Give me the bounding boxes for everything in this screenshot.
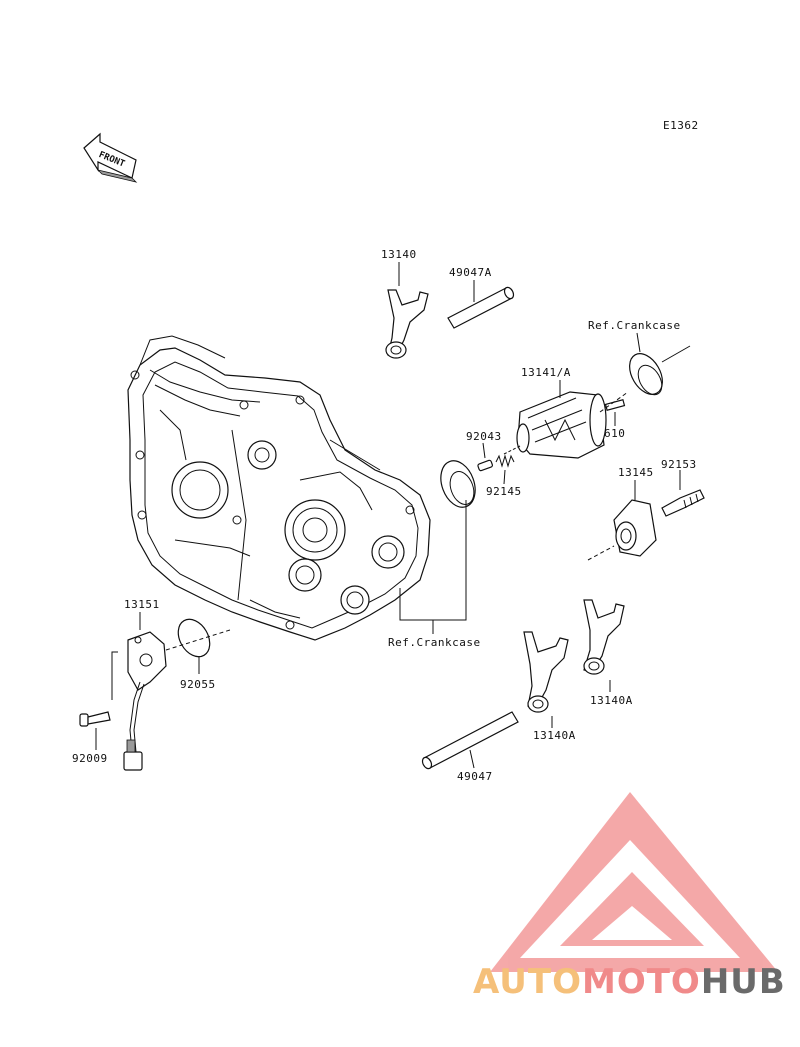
callout-49047A: 49047A	[449, 266, 492, 279]
bolt-92153	[661, 489, 705, 517]
diagram-code: E1362	[663, 119, 699, 132]
callout-92009: 92009	[72, 752, 108, 765]
shaft-49047	[421, 711, 519, 770]
callout-13141A: 13141/A	[521, 366, 571, 379]
spring-92145	[495, 454, 515, 468]
callout-13140: 13140	[381, 248, 417, 261]
callout-49047: 49047	[457, 770, 493, 783]
watermark-hub: HUB	[700, 962, 786, 1002]
watermark-moto: MOTO	[581, 962, 701, 1002]
pin-610	[604, 399, 626, 411]
shaft-49047A	[447, 286, 515, 329]
front-arrow-icon: FRONT	[83, 132, 138, 183]
callout-92043: 92043	[466, 430, 502, 443]
needle-bearing	[440, 460, 476, 508]
watermark-text: AUTOMOTOHUB	[473, 962, 786, 1002]
pin-92043	[477, 459, 493, 472]
callout-610: 610	[604, 427, 626, 440]
shift-fork-13140A-mid	[523, 631, 569, 713]
shift-drum-13141A	[503, 391, 607, 459]
watermark-logo-icon	[490, 792, 778, 972]
shift-fork-13140	[385, 289, 429, 359]
leader-lines	[95, 262, 681, 769]
callout-92153: 92153	[661, 458, 697, 471]
o-ring-92055	[177, 618, 211, 658]
shift-fork-13140A-right	[583, 599, 625, 675]
callout-13140A-right: 13140A	[590, 694, 633, 707]
callout-ref-crankcase-top: Ref.Crankcase	[588, 319, 681, 332]
callout-13140A-mid: 13140A	[533, 729, 576, 742]
callout-92145: 92145	[486, 485, 522, 498]
crankcase-half	[127, 335, 431, 641]
callout-13145: 13145	[618, 466, 654, 479]
bolt-92009	[79, 711, 111, 727]
watermark-auto: AUTO	[473, 962, 582, 1002]
callout-92055: 92055	[180, 678, 216, 691]
callout-ref-crankcase-bottom: Ref.Crankcase	[388, 636, 481, 649]
bearing-ref-crankcase-top	[599, 345, 691, 413]
cam-13145	[587, 499, 657, 561]
sensor-13151	[123, 631, 167, 771]
callout-13151: 13151	[124, 598, 160, 611]
